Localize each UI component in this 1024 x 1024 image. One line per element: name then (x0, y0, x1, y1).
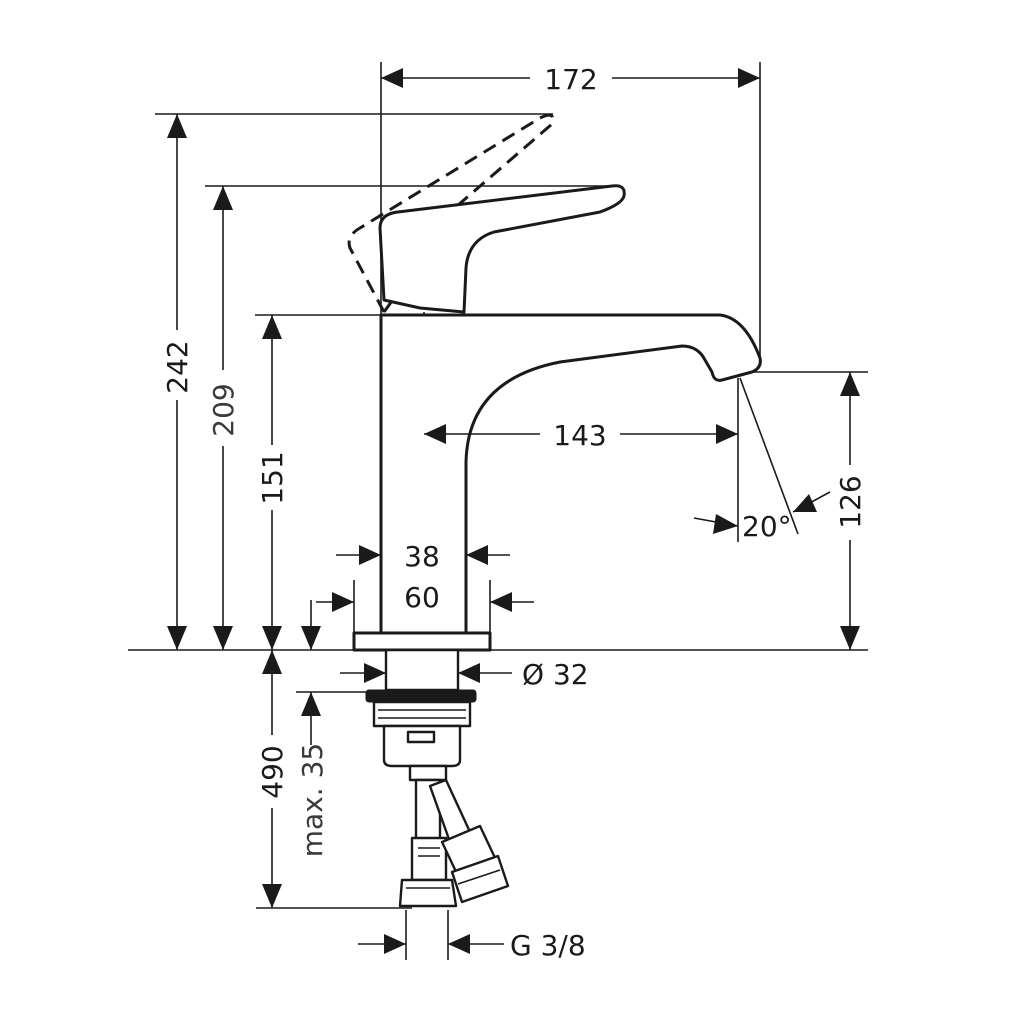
dim-lever-height: 209 (207, 383, 240, 436)
dim-spout-reach: 143 (553, 419, 606, 452)
dim-spout-height-top: 151 (256, 451, 289, 504)
faucet-body (347, 113, 762, 908)
dim-overall-height: 242 (161, 340, 194, 393)
dim-mount-diameter: Ø 32 (522, 658, 589, 691)
extension-lines (128, 62, 868, 960)
dim-connection: G 3/8 (510, 929, 586, 962)
dim-outlet-height: 126 (834, 475, 867, 528)
dimension-labels: 172 242 209 151 126 143 38 60 Ø 32 490 m… (161, 63, 867, 962)
dimension-lines (167, 68, 860, 954)
dim-body-width: 38 (404, 540, 440, 573)
dim-base-width: 60 (404, 581, 440, 614)
dim-max-deck: max. 35 (296, 743, 329, 857)
dim-hose-length: 490 (256, 745, 289, 798)
dim-outlet-angle: 20° (742, 510, 792, 543)
dim-overall-length: 172 (544, 63, 597, 96)
